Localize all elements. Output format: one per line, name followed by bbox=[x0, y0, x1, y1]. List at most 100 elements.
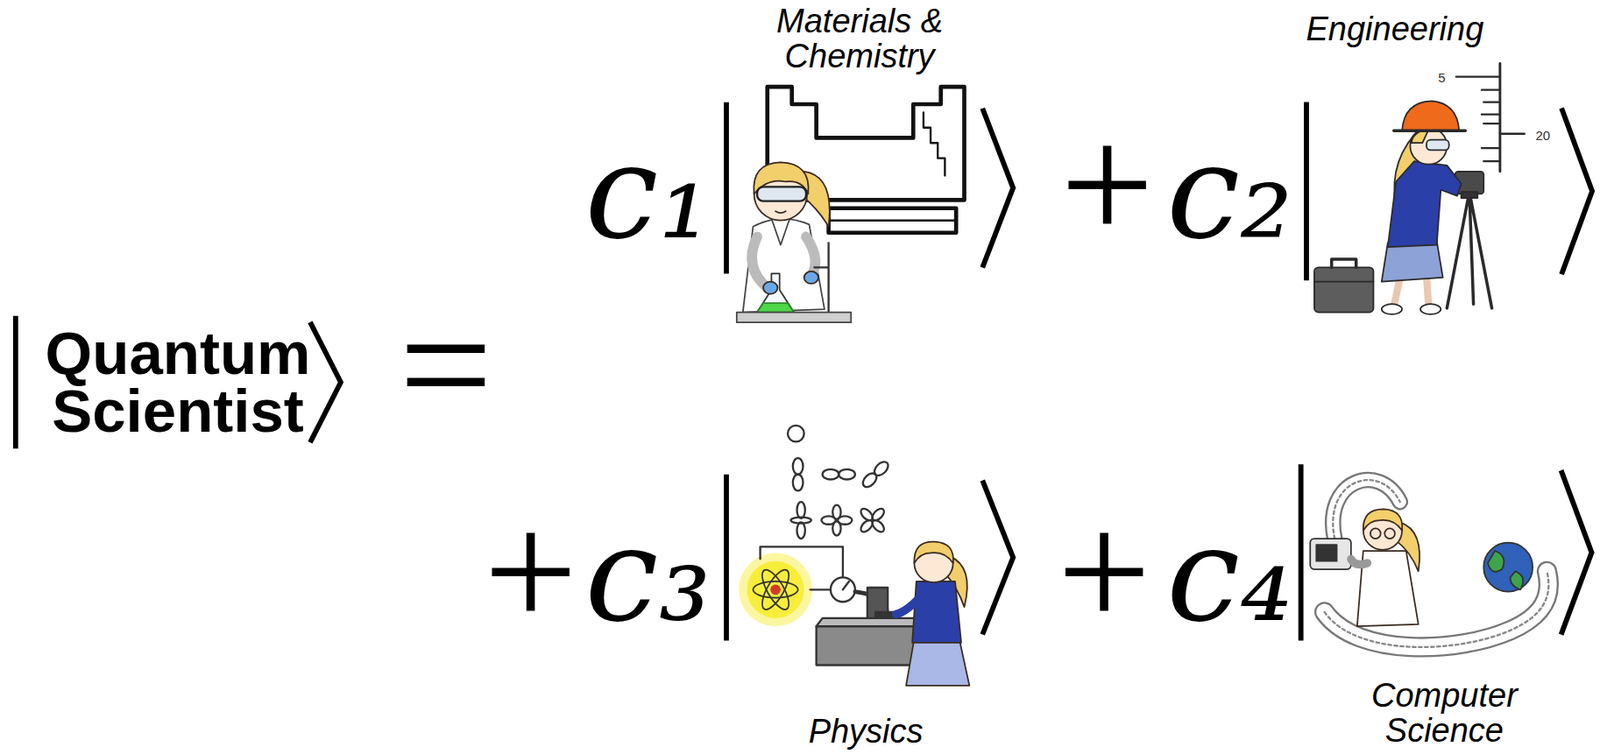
device-part bbox=[1309, 538, 1352, 570]
toolbox-part bbox=[1331, 259, 1357, 268]
atom-part bbox=[757, 566, 794, 614]
ket-angle bbox=[982, 107, 1013, 268]
chemist-figure-part bbox=[743, 219, 825, 313]
chemist-figure-part bbox=[757, 273, 794, 312]
ket-angle bbox=[1561, 470, 1593, 635]
orbitals-part bbox=[791, 517, 812, 524]
chemist-figure-part bbox=[757, 303, 794, 312]
globe-part bbox=[1510, 571, 1524, 590]
atom-part bbox=[757, 566, 794, 614]
engineer-figure-part bbox=[1381, 304, 1402, 315]
ket-label: Quantum Scientist bbox=[45, 325, 312, 441]
coefficient: c₃ bbox=[584, 509, 711, 641]
chemist-figure bbox=[736, 162, 851, 323]
engineer-figure bbox=[1381, 100, 1466, 314]
coefficient: c₁ bbox=[584, 126, 711, 258]
chemist-figure-part bbox=[771, 218, 790, 245]
engineer-figure-part bbox=[1420, 304, 1441, 315]
orbitals-part-part bbox=[870, 518, 886, 535]
programmer-figure bbox=[1351, 509, 1420, 627]
ket-outline bbox=[1294, 12, 1599, 309]
engineer-figure-part bbox=[1387, 161, 1462, 248]
ruler-ticks bbox=[1456, 77, 1525, 163]
orbitals-part bbox=[837, 516, 852, 524]
orbitals-part bbox=[797, 522, 806, 539]
programmer-figure-part bbox=[1384, 528, 1395, 539]
programmer-figure-part bbox=[1370, 528, 1381, 539]
orbitals-part bbox=[797, 502, 806, 519]
ket-bar bbox=[1298, 464, 1304, 641]
ket-angle bbox=[1561, 107, 1593, 275]
orbitals bbox=[787, 425, 894, 543]
programmer-figure-part bbox=[1363, 509, 1403, 531]
atom-part bbox=[770, 584, 781, 595]
ket-bar bbox=[723, 101, 730, 274]
orbitals-part bbox=[821, 516, 836, 524]
device bbox=[1309, 538, 1352, 570]
circuit-part bbox=[842, 581, 850, 590]
ket-outline bbox=[714, 464, 1026, 751]
chemist-figure-part bbox=[806, 236, 815, 276]
field-label: Physics bbox=[756, 715, 976, 751]
ket-term: Quantum Scientist bbox=[10, 311, 347, 454]
field-label: Materials & Chemistry bbox=[750, 4, 970, 75]
atom bbox=[738, 552, 813, 627]
coefficient: c₄ bbox=[1166, 509, 1293, 641]
plus-sign: + bbox=[483, 488, 578, 656]
ruler bbox=[1498, 63, 1501, 171]
orbitals-part-part bbox=[860, 471, 879, 490]
orbitals-part bbox=[787, 425, 805, 443]
chemist-figure-part bbox=[751, 236, 768, 288]
circuit-part bbox=[810, 588, 831, 591]
engineer-figure-part bbox=[1426, 140, 1450, 151]
tripod-part bbox=[1461, 191, 1479, 199]
basis-ket: Physics bbox=[714, 464, 1026, 751]
orbitals-part bbox=[838, 469, 856, 481]
physicist-figure-part bbox=[895, 596, 921, 615]
ket-bar bbox=[723, 474, 730, 642]
ket-bar bbox=[1303, 101, 1310, 281]
ket-angle bbox=[982, 480, 1013, 635]
tripod-part bbox=[1446, 191, 1492, 309]
orbitals-part bbox=[822, 469, 840, 481]
basis-ket: Computer Science bbox=[1290, 457, 1599, 750]
chemist-figure-part bbox=[757, 186, 807, 201]
orbitals-part bbox=[850, 498, 894, 542]
atom-part bbox=[738, 552, 813, 627]
physicist-figure-part bbox=[906, 638, 970, 687]
plus-sign: + bbox=[1056, 488, 1151, 656]
table-lanthanides bbox=[828, 208, 957, 234]
physicist-figure-part bbox=[912, 581, 962, 644]
coefficient: c₂ bbox=[1166, 126, 1293, 258]
chemist-figure-part bbox=[736, 312, 851, 324]
engineer-figure-part bbox=[1428, 176, 1455, 185]
programmer-figure-part bbox=[1351, 559, 1368, 565]
physics-scene bbox=[738, 425, 970, 687]
atom-part bbox=[746, 561, 804, 619]
orbitals-part-part bbox=[858, 506, 875, 523]
field-label: Engineering bbox=[1285, 12, 1505, 48]
globe bbox=[1483, 543, 1533, 593]
device-part bbox=[1316, 545, 1337, 562]
ruler-number: 5 bbox=[1437, 70, 1445, 85]
orbitals-part-part bbox=[871, 459, 891, 478]
table-staircase bbox=[923, 112, 945, 176]
globe-part bbox=[1483, 543, 1533, 593]
chemist-figure-part bbox=[763, 282, 778, 295]
engineer-figure-part bbox=[1394, 129, 1466, 133]
orbitals-part bbox=[792, 458, 804, 475]
orbitals-part bbox=[792, 474, 804, 492]
engineer-figure-part bbox=[1401, 100, 1459, 131]
plus-sign: + bbox=[1060, 101, 1154, 269]
chemistry-scene bbox=[736, 86, 965, 323]
circuit-part bbox=[830, 577, 856, 602]
ket-angle bbox=[310, 322, 341, 443]
basis-ket: Engineering bbox=[1294, 12, 1599, 309]
basis-ket: Materials & Chemistry bbox=[714, 4, 1026, 278]
engineering-scene bbox=[1314, 63, 1525, 314]
physicist-figure-part bbox=[913, 542, 954, 565]
atom-part bbox=[752, 581, 798, 599]
computer-science-scene bbox=[1309, 480, 1549, 648]
chemist-figure-part bbox=[775, 211, 786, 213]
